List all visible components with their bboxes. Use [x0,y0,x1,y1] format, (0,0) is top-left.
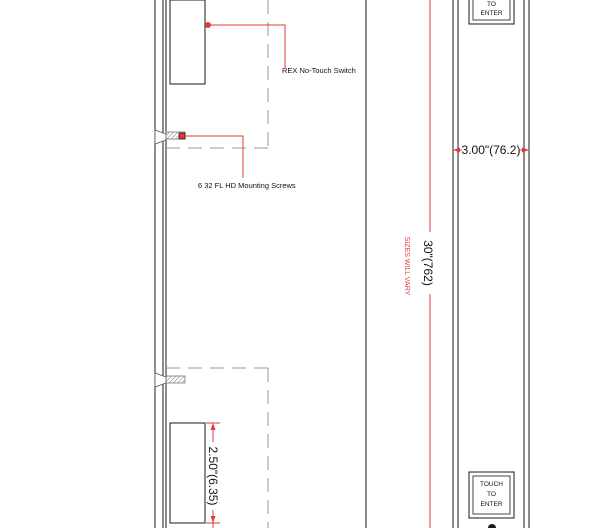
mounting-screws-label: 6 32 FL HD Mounting Screws [198,181,296,190]
switch-height-dimension: 2.50"(6.35) [206,422,220,528]
width-label: 3.00"(76.2) [462,143,521,157]
mounting-screws-callout: 6 32 FL HD Mounting Screws [185,135,296,190]
front-elevation-view: 30"(762) SIZES WILL VARY TO ENTER 3.00"(… [403,0,530,528]
button-inner [472,0,511,21]
sizes-will-vary-note: SIZES WILL VARY [403,237,410,296]
dim-text-mask [421,232,438,294]
dim-text-mask [207,442,219,510]
callout-leader [185,135,244,178]
button-text-line3: ENTER [480,501,502,508]
lower-switch-box [169,422,206,524]
screw-head-lower [154,372,167,388]
button-inner [472,475,511,515]
dim-arrow-top [210,423,216,430]
touch-to-enter-button-bottom: TOUCH TO ENTER [468,471,515,519]
screw-head-upper [154,129,167,145]
dim-arrow-left [453,147,460,153]
rex-switch-callout: REX No-Touch Switch [205,22,356,75]
side-section-view: REX No-Touch Switch 6 32 FL HD Mounting … [154,0,367,528]
keyhole-icon [488,524,496,528]
dim-arrow-right [522,147,529,153]
width-dimension: 3.00"(76.2) [453,142,529,157]
button-text-line2: TO [487,491,496,498]
rex-switch-label: REX No-Touch Switch [282,66,356,75]
callout-leader [208,24,286,68]
overall-height-label: 30"(762) [421,240,435,286]
mounting-screw-lower [165,375,186,384]
button-text-line1: TO [487,1,496,8]
screw-marker [178,132,186,140]
rex-switch-box [169,0,206,85]
button-text-line2: ENTER [480,10,502,17]
switch-height-label: 2.50"(6.35) [206,447,220,506]
dim-text-mask [462,142,520,157]
touch-to-enter-button-top: TO ENTER [468,0,515,25]
overall-height-dimension: 30"(762) SIZES WILL VARY [403,0,438,528]
button-text-line1: TOUCH [480,481,503,488]
dim-arrow-bottom [210,516,216,523]
